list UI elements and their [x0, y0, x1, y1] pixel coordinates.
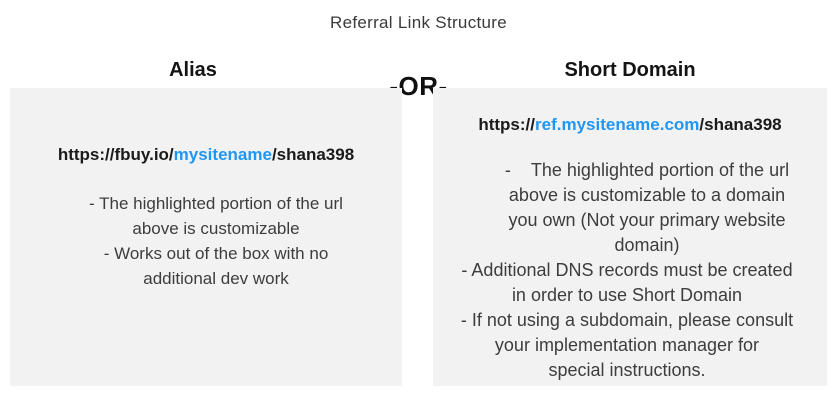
- alias-panel: https://fbuy.io/mysitename/shana398 - Th…: [10, 88, 402, 386]
- alias-url-prefix: https://: [57, 145, 115, 164]
- short-domain-url: https://ref.mysitename.com/shana398: [433, 88, 827, 136]
- short-domain-url-suffix: /shana398: [699, 115, 782, 134]
- alias-heading: Alias: [169, 59, 217, 81]
- bullet-line: - The highlighted portion of the url: [89, 194, 343, 213]
- short-domain-bullets: - The highlighted portion of the url abo…: [433, 158, 827, 383]
- bullet-line: above is customizable to a domain: [508, 185, 786, 205]
- short-domain-heading: Short Domain: [564, 59, 696, 81]
- short-domain-panel: https://ref.mysitename.com/shana398 - Th…: [433, 88, 827, 386]
- short-domain-url-highlight: ref.mysitename.com: [535, 115, 700, 134]
- alias-url-suffix: /shana398: [271, 145, 355, 164]
- bullet-line: special instructions.: [548, 360, 706, 380]
- alias-bullets: - The highlighted portion of the url abo…: [20, 191, 412, 291]
- bullet-line: - If not using a subdomain, please consu…: [460, 310, 794, 330]
- short-domain-bullets-2-3: - Additional DNS records must be created…: [430, 258, 824, 383]
- alias-url-domain: fbuy.io/: [114, 145, 174, 164]
- bullet-line: additional dev work: [143, 269, 289, 288]
- short-domain-bullet-1: - The highlighted portion of the url abo…: [450, 158, 837, 258]
- alias-url: https://fbuy.io/mysitename/shana398: [10, 88, 402, 166]
- bullet-line: in order to use Short Domain: [511, 285, 743, 305]
- bullet-line: - Works out of the box with no: [103, 244, 329, 263]
- bullet-line: above is customizable: [132, 219, 300, 238]
- alias-url-highlight: mysitename: [173, 145, 272, 164]
- bullet-line: your implementation manager for: [494, 335, 760, 355]
- bullet-line: - Additional DNS records must be created: [461, 260, 793, 280]
- short-domain-url-prefix: https://: [478, 115, 535, 134]
- page-title: Referral Link Structure: [330, 13, 507, 32]
- bullet-line: domain): [614, 235, 680, 255]
- bullet-line: - The highlighted portion of the url: [504, 160, 790, 180]
- bullet-line: you own (Not your primary website: [508, 210, 786, 230]
